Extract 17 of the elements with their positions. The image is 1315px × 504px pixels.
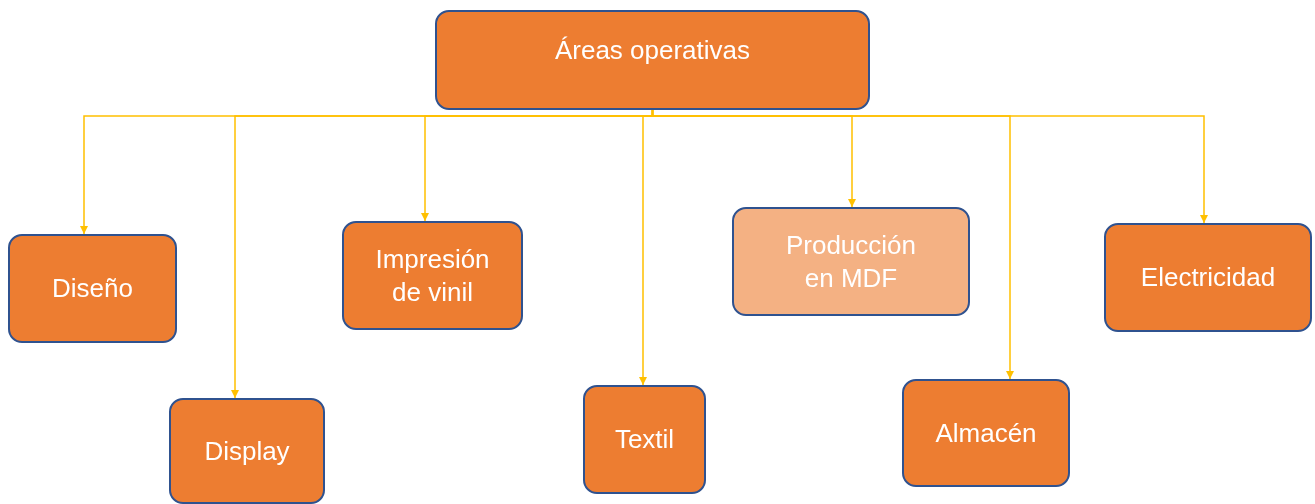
area-box xyxy=(732,207,970,316)
box-label: Textil xyxy=(614,423,675,456)
arrow xyxy=(651,109,1208,224)
root-box xyxy=(435,10,870,110)
area-box xyxy=(902,379,1070,487)
area-box xyxy=(169,398,325,504)
box-label: Electricidad xyxy=(1140,261,1276,294)
box-label: Diseño xyxy=(52,272,133,305)
box-label: Impresión de vinil xyxy=(374,243,491,308)
area-box xyxy=(342,221,523,330)
box-label: Áreas operativas xyxy=(554,34,751,67)
area-box xyxy=(1104,223,1312,332)
area-box xyxy=(8,234,177,343)
box-label: Producción en MDF xyxy=(784,229,918,294)
box-label: Almacén xyxy=(935,416,1037,450)
area-box xyxy=(583,385,706,494)
box-label: Display xyxy=(204,434,290,468)
